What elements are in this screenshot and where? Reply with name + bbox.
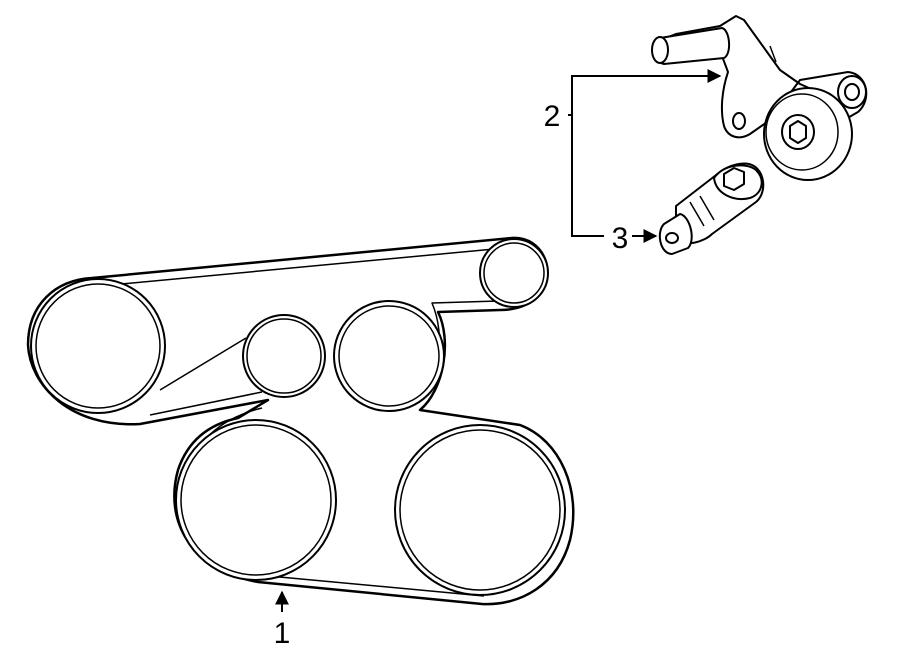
tensioner-pulley-rim [765,93,839,171]
bracket-hole [732,112,746,130]
pulley-lower-left [175,419,337,581]
bracket-detail [769,45,777,63]
damper-bolt [723,167,745,191]
bracket-boss-hole [844,83,860,101]
tensioner-damper[interactable] [658,162,765,255]
tensioner-bolt-head [789,120,807,144]
pulley-upper-right [479,238,549,308]
belt-tensioner-assembly[interactable] [651,15,868,181]
pulley-upper-left [30,278,166,414]
pulley-middle [333,300,445,412]
serpentine-belt[interactable] [26,236,575,606]
pulley-lower-right [394,424,566,596]
callout-2-label: 2 [544,100,561,133]
pulley-idler-small [242,314,326,398]
callout-1-label: 1 [274,617,291,650]
callout-2-leader-top [568,69,722,116]
arm-end [651,36,669,64]
damper-rings [689,195,715,227]
callout-2-leader-bottom [571,115,604,237]
damper-eye-hole [665,232,679,244]
callout-3-label: 3 [612,222,629,255]
